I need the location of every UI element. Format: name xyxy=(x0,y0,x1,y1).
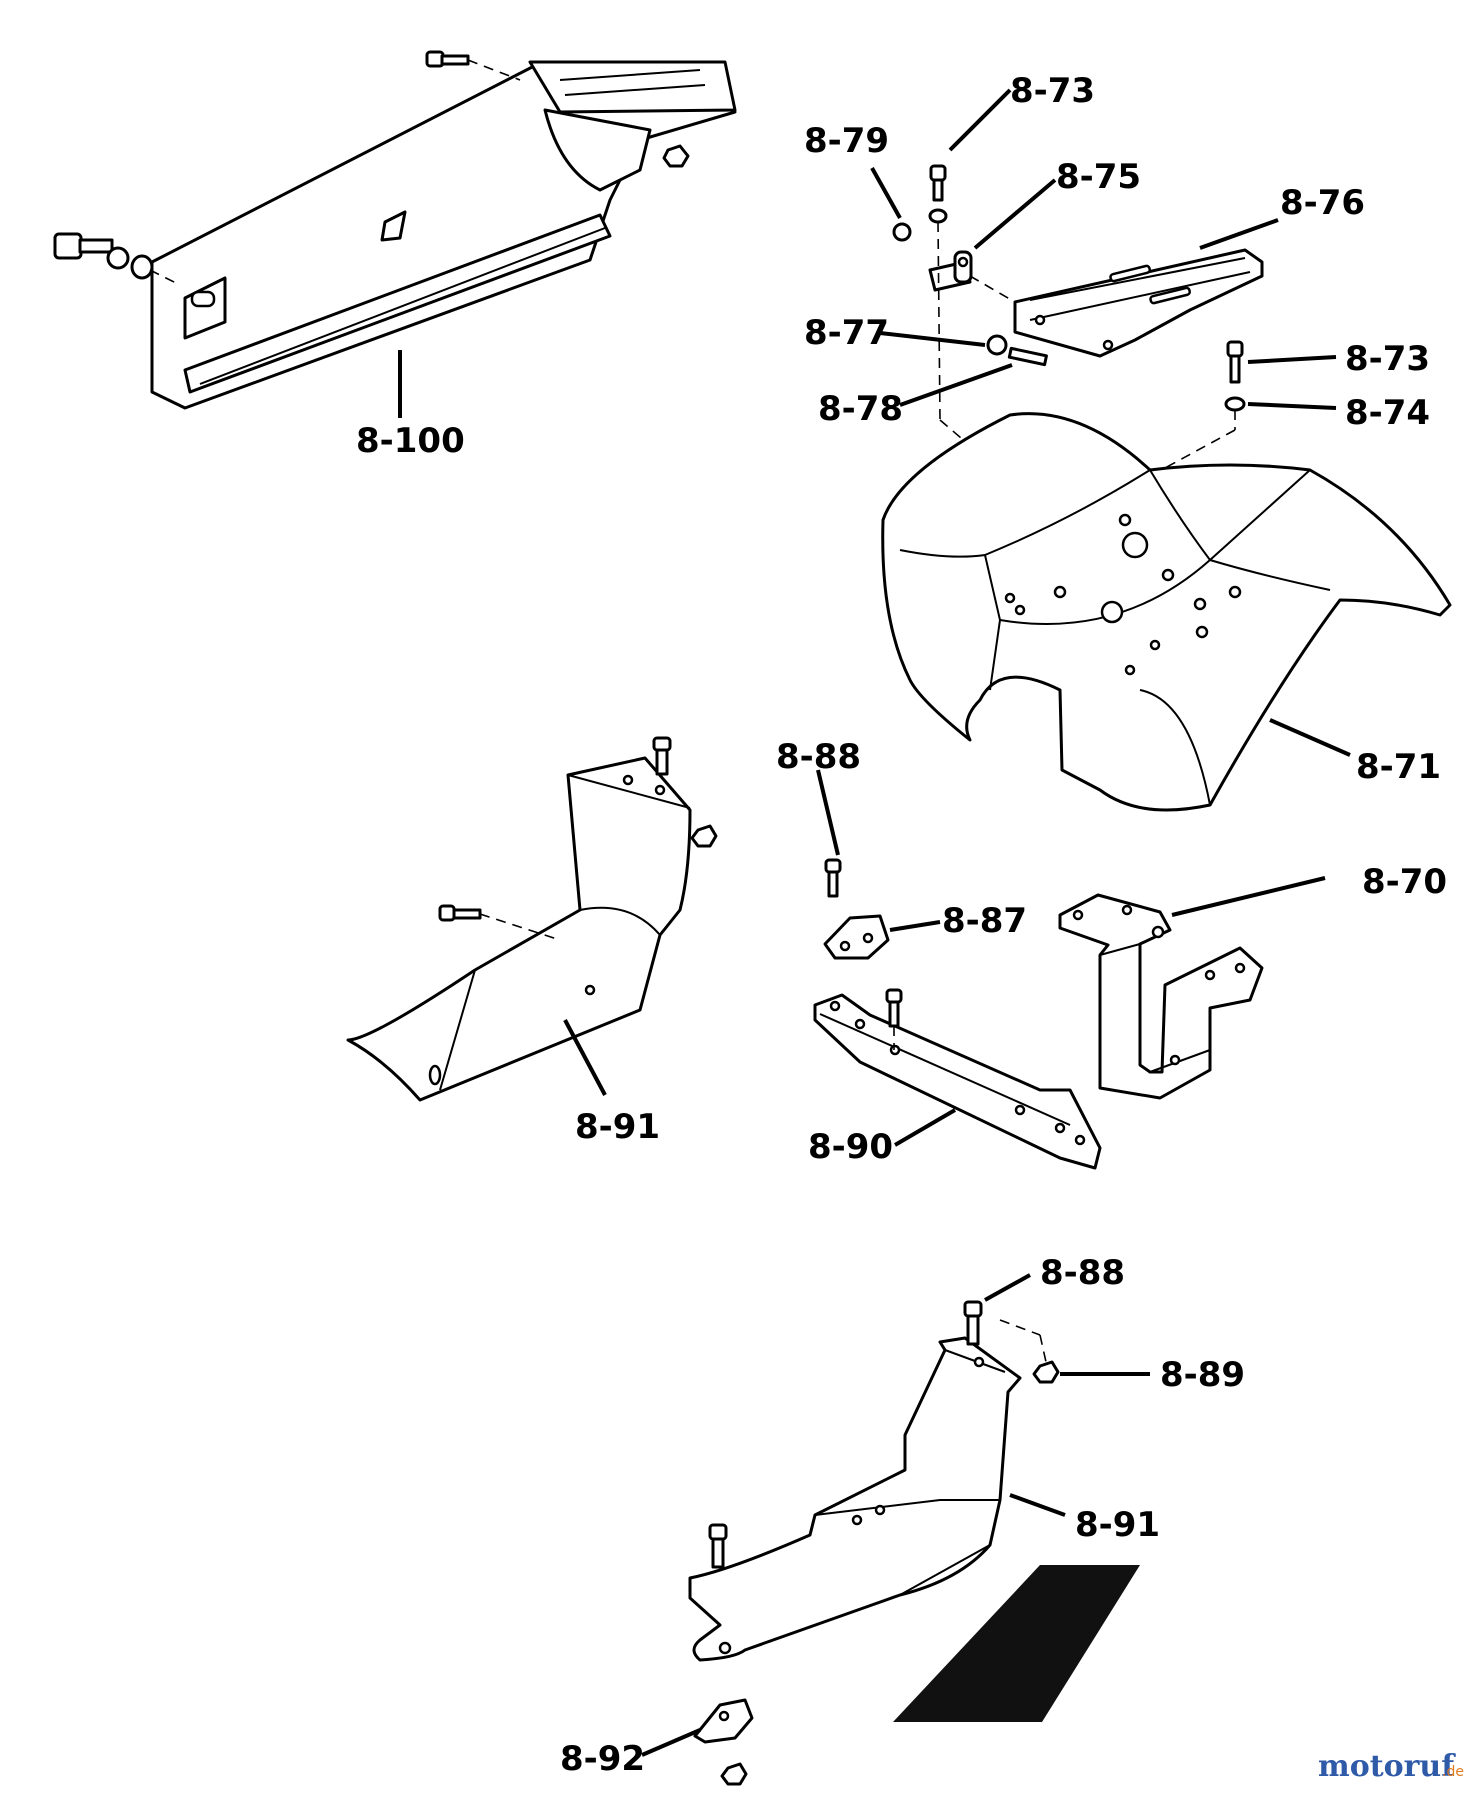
callout-8-88-mid: 8-88 xyxy=(776,737,861,777)
callout-8-71: 8-71 xyxy=(1356,747,1441,787)
part-8-100-frame-rail xyxy=(150,60,737,410)
nut-8-79 xyxy=(892,222,912,242)
leader-8-74 xyxy=(1247,402,1337,410)
bolt-top-small xyxy=(425,50,521,81)
bolt-footrest-lower xyxy=(708,1523,728,1569)
nut-top-right xyxy=(662,144,690,168)
leader-8-88-mid xyxy=(816,769,840,856)
part-8-76-seat-pan xyxy=(1013,248,1264,358)
bolt-left-hex xyxy=(53,232,181,286)
callout-8-75: 8-75 xyxy=(1056,157,1141,197)
callout-8-100: 8-100 xyxy=(356,421,465,461)
callout-8-79: 8-79 xyxy=(804,121,889,161)
leader-8-92 xyxy=(641,1728,701,1757)
bolt-8-73-right xyxy=(1226,340,1244,384)
part-8-91-footrest-upper xyxy=(346,756,692,1102)
leader-8-70 xyxy=(1171,876,1326,917)
leader-8-76 xyxy=(1199,218,1279,250)
nut-8-89 xyxy=(1032,1360,1060,1384)
callout-8-89: 8-89 xyxy=(1160,1355,1245,1395)
part-8-87-clamp xyxy=(823,914,890,960)
guide-line-h xyxy=(999,1319,1041,1336)
nut-8-92 xyxy=(720,1762,748,1786)
callout-8-91-lower: 8-91 xyxy=(1075,1505,1160,1545)
callout-8-90: 8-90 xyxy=(808,1127,893,1167)
tread-pad xyxy=(893,1565,1140,1722)
callout-8-92: 8-92 xyxy=(560,1739,645,1779)
leader-8-79 xyxy=(870,167,902,219)
part-8-70-bracket xyxy=(1058,893,1264,1100)
callout-8-77: 8-77 xyxy=(804,313,889,353)
leader-8-77 xyxy=(879,331,986,347)
bolt-8-88-lower xyxy=(963,1300,983,1346)
leader-8-73-right xyxy=(1247,355,1337,364)
callout-8-88-lower: 8-88 xyxy=(1040,1253,1125,1293)
leader-8-91-lower xyxy=(1009,1493,1066,1517)
bolt-8-78 xyxy=(1007,346,1048,367)
leader-8-75 xyxy=(973,178,1057,250)
watermark-logo: motoruf .de xyxy=(1318,1749,1464,1784)
svg-text:motoruf: motoruf xyxy=(1318,1749,1456,1784)
callout-8-74: 8-74 xyxy=(1345,393,1430,433)
guide-line-g xyxy=(969,275,1016,303)
callout-8-73-right: 8-73 xyxy=(1345,339,1430,379)
leader-8-78 xyxy=(899,363,1013,407)
leader-8-73-top xyxy=(948,88,1012,152)
bolt-drawbar xyxy=(885,988,903,1050)
washer-8-77 xyxy=(986,334,1008,356)
callout-8-87: 8-87 xyxy=(942,901,1027,941)
bolt-footrest-side xyxy=(438,904,561,941)
part-8-92-clip xyxy=(693,1698,754,1744)
guide-line-e xyxy=(1127,429,1236,489)
callout-8-76: 8-76 xyxy=(1280,183,1365,223)
leader-8-91-upper xyxy=(563,1019,607,1096)
part-8-91-footrest-lower xyxy=(688,1336,1022,1662)
nut-footrest-upper xyxy=(690,824,718,848)
callout-8-70: 8-70 xyxy=(1362,862,1447,902)
callout-8-78: 8-78 xyxy=(818,389,903,429)
bolt-footrest-upper xyxy=(652,736,672,776)
bolt-8-73-top xyxy=(928,164,948,224)
part-8-71-fender xyxy=(881,412,1452,812)
bolt-8-88-mid xyxy=(824,858,842,898)
svg-text:.de: .de xyxy=(1442,1764,1464,1780)
leader-8-71 xyxy=(1269,718,1351,757)
part-8-75-hinge xyxy=(928,250,973,292)
leader-8-90 xyxy=(893,1108,957,1147)
washer-8-74 xyxy=(1224,396,1246,412)
callout-8-73-top: 8-73 xyxy=(1010,71,1095,111)
part-8-90-drawbar xyxy=(813,993,1102,1170)
guide-line-i xyxy=(1039,1334,1047,1363)
leader-8-88-lower xyxy=(984,1273,1031,1302)
callout-8-91-upper: 8-91 xyxy=(575,1107,660,1147)
leader-8-87 xyxy=(889,920,941,932)
